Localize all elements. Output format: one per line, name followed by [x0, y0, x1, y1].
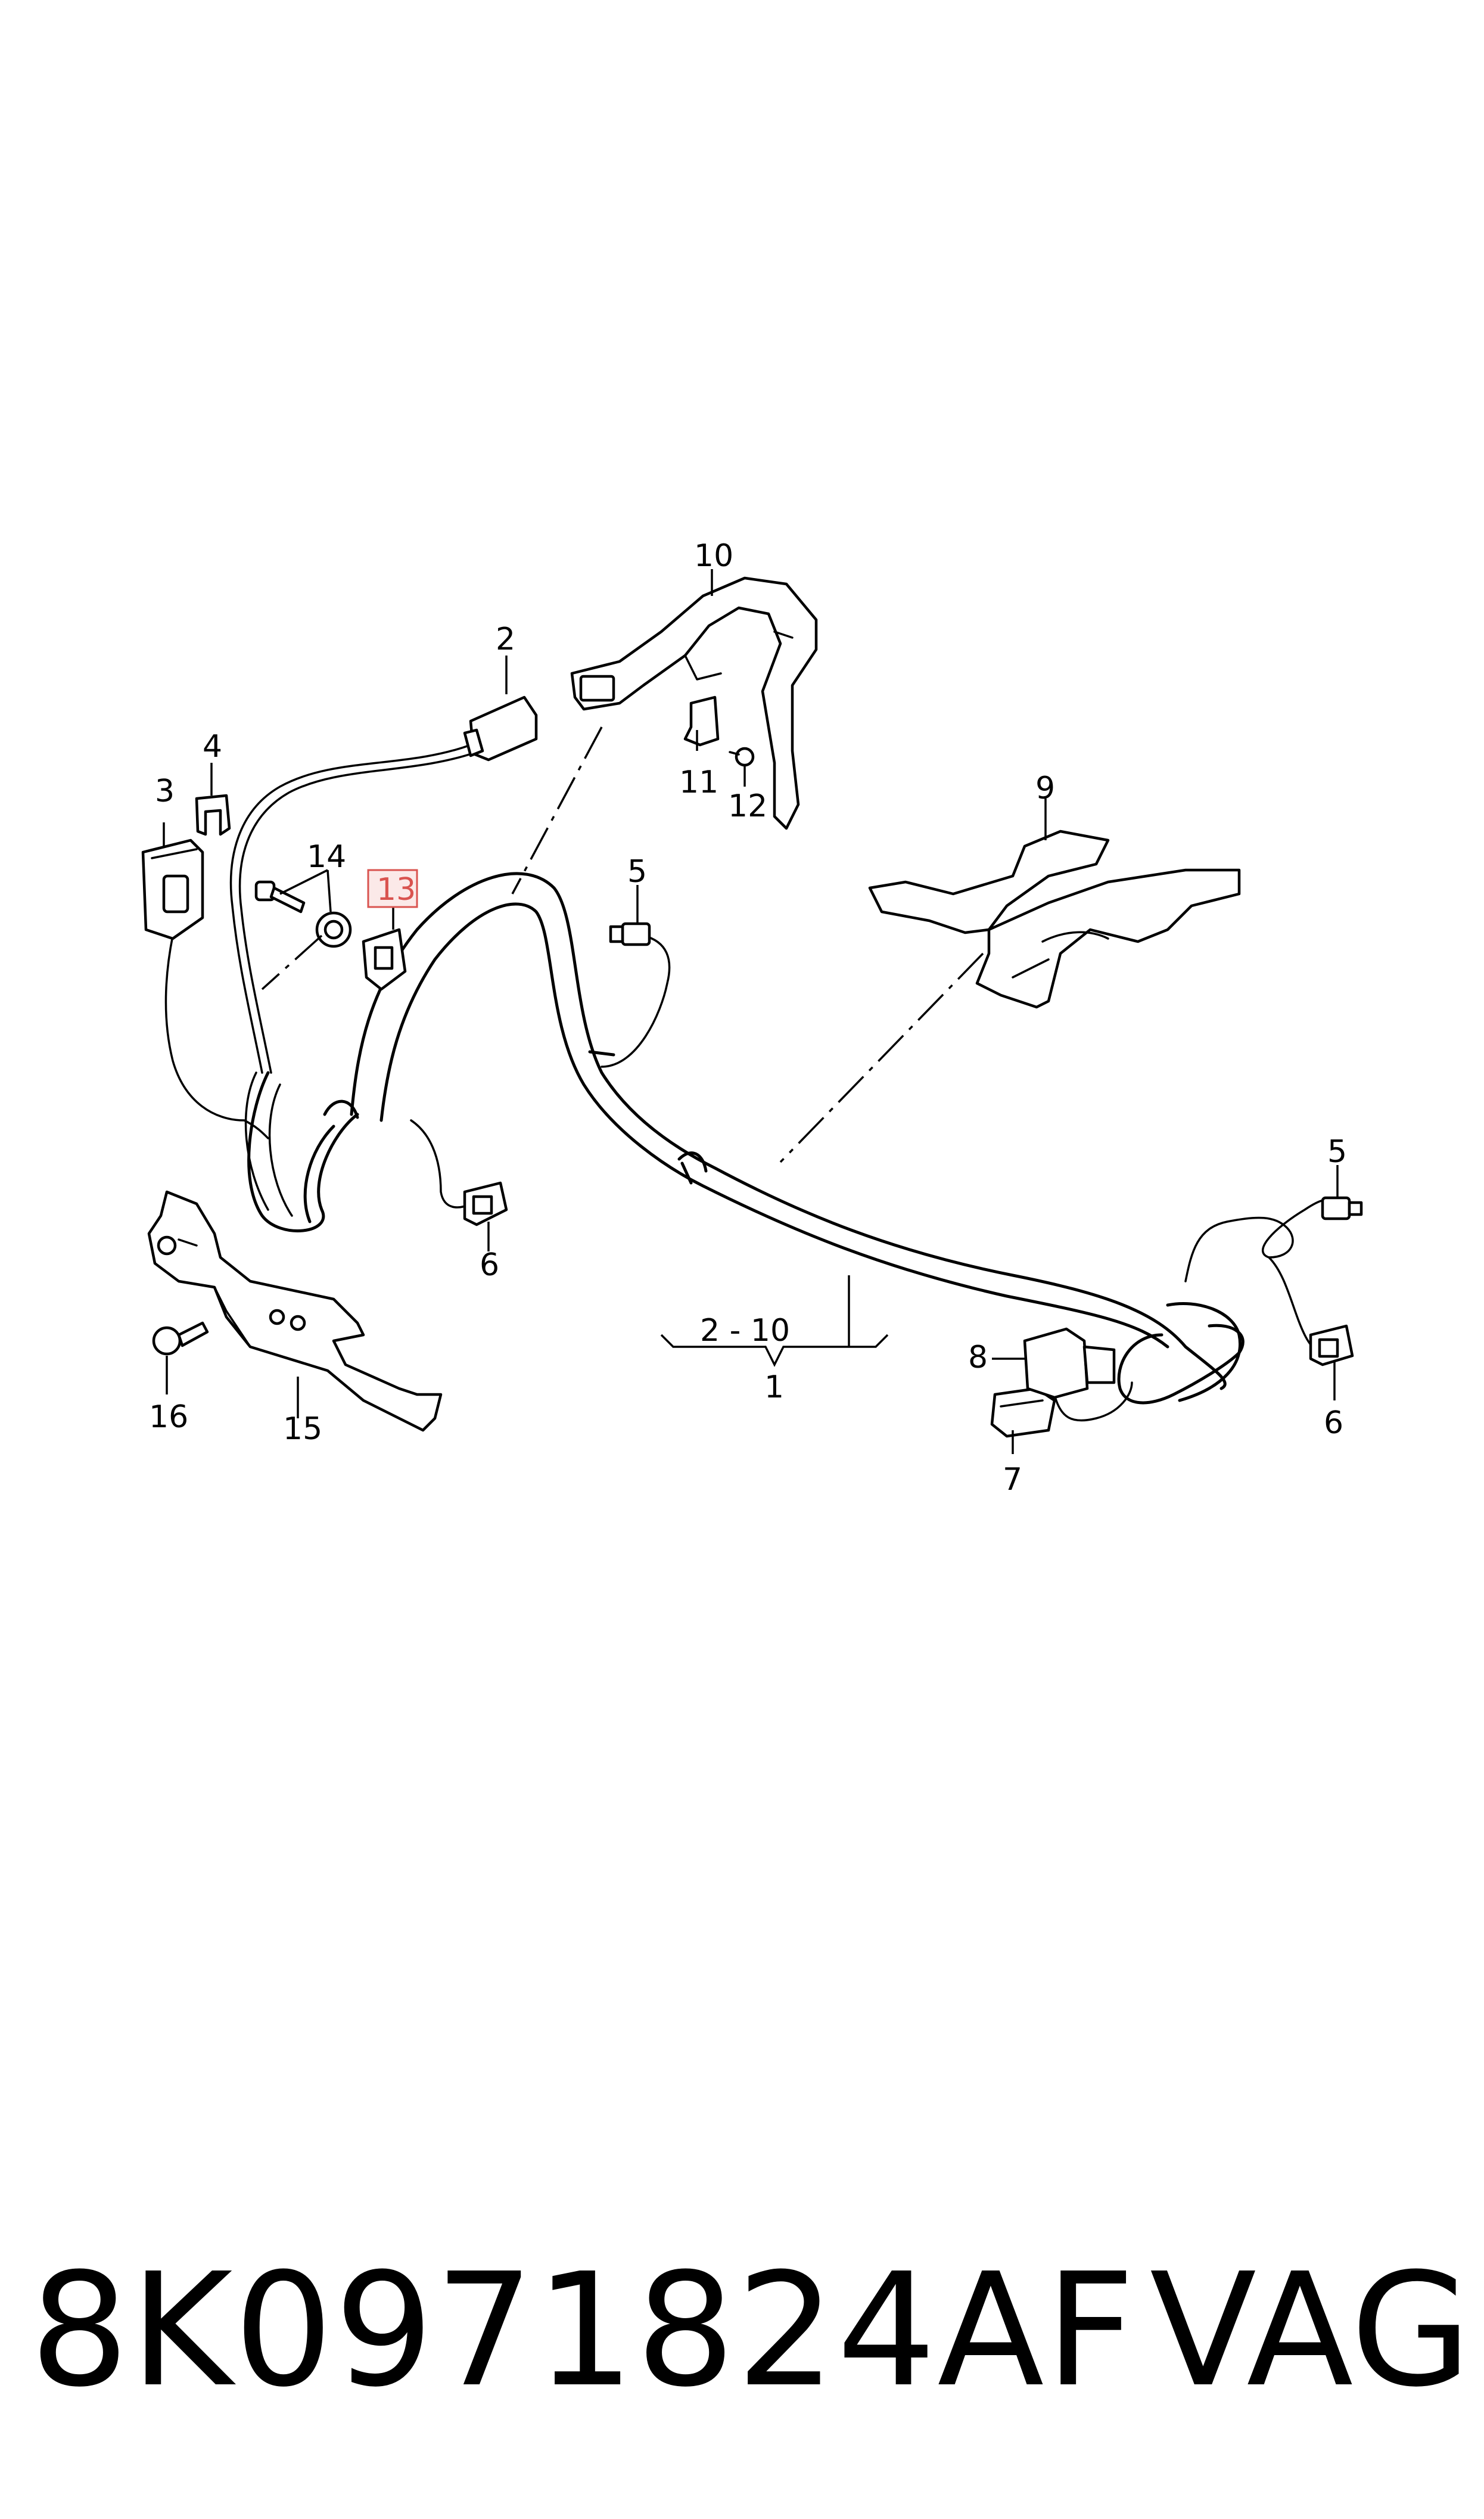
screw-12: [729, 747, 755, 767]
alignment-line-14: [261, 934, 323, 990]
bracket-11: [683, 695, 720, 747]
callout-3: 3: [155, 774, 175, 809]
callout-8: 8: [968, 1340, 988, 1375]
callout-13: 13: [377, 872, 416, 908]
leader-lines: [163, 569, 1339, 1454]
connector-3: [141, 838, 204, 940]
connector-6-left: [463, 1181, 508, 1226]
callout-5-upper: 5: [627, 854, 647, 890]
cable-guide-9: [868, 830, 1241, 1009]
connector-5-upper: [609, 922, 651, 946]
callout-labels: 10 2 4 3 11 12 9 14 5 6 5 2 - 10 1 8 6 7…: [149, 538, 1347, 1498]
clip-4: [195, 794, 231, 836]
callout-range: 2 - 10: [700, 1313, 790, 1349]
callout-6-left: 6: [480, 1247, 499, 1283]
connector-8: [1023, 1327, 1116, 1399]
callout-1: 1: [764, 1369, 784, 1405]
callout-6-right: 6: [1324, 1405, 1343, 1441]
cable-guide-10: [570, 576, 818, 830]
callout-2: 2: [496, 622, 515, 657]
callout-5-right: 5: [1327, 1134, 1347, 1170]
connector-5-right: [1321, 1196, 1363, 1220]
part-number: 8K0971824AF: [30, 2240, 1137, 2421]
callout-14: 14: [307, 839, 346, 875]
wire-to-connector-2: [229, 744, 472, 1074]
callout-9: 9: [1035, 771, 1055, 806]
footer: 8K0971824AF VAG: [30, 2253, 1471, 2443]
brand-label: VAG: [1149, 2240, 1471, 2421]
connector-6-right: [1309, 1324, 1354, 1366]
callout-11: 11: [679, 765, 718, 800]
alignment-line-9: [779, 952, 984, 1163]
callout-4: 4: [203, 729, 222, 765]
callout-7: 7: [1003, 1462, 1022, 1498]
connector-2: [463, 695, 538, 762]
callout-12: 12: [728, 788, 767, 824]
bolt-16: [152, 1321, 209, 1356]
grommet-13: [362, 928, 407, 991]
bolt-14: [254, 880, 306, 914]
callout-15: 15: [283, 1411, 322, 1447]
callout-13-highlight[interactable]: 13: [367, 869, 418, 908]
bracket-15: [147, 1190, 443, 1432]
callout-10: 10: [694, 538, 733, 574]
main-wiring-harness: [244, 872, 1245, 1405]
nut-14: [315, 911, 352, 948]
alignment-line-10: [511, 726, 603, 894]
callout-16: 16: [149, 1399, 188, 1435]
